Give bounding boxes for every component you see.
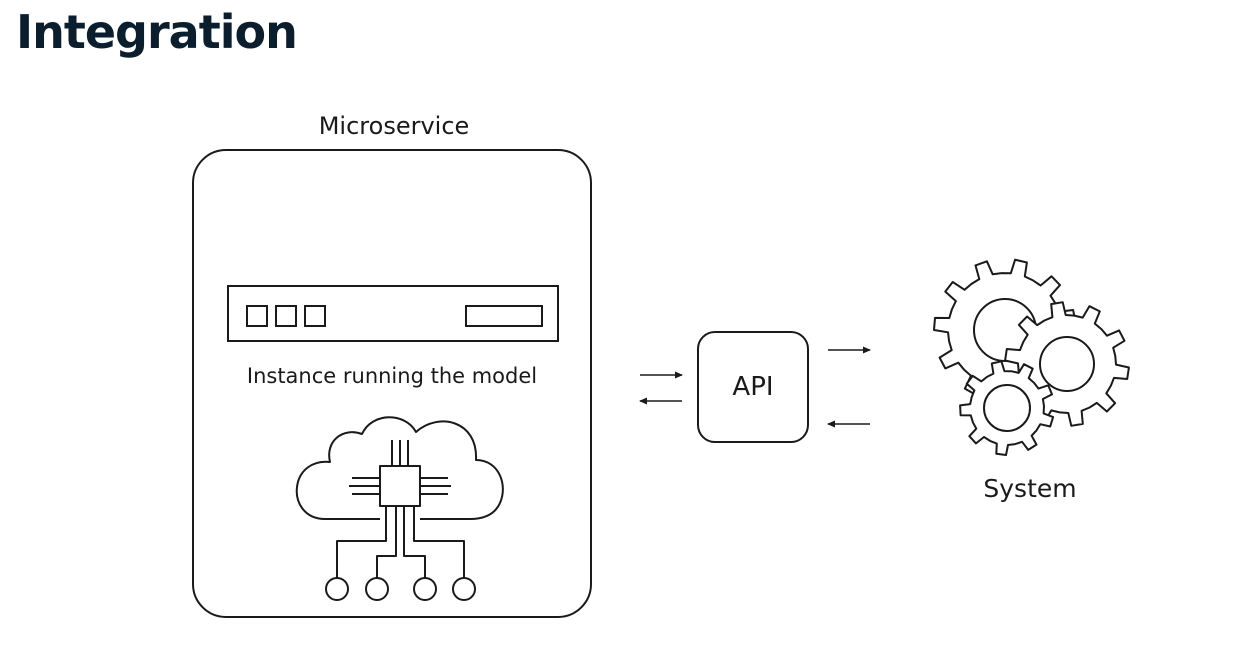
api-system-arrows-icon [827,346,871,428]
page-title: Integration [16,5,298,59]
system-label: System [983,474,1077,503]
server-rack-icon [227,285,559,342]
right-gear-hole-icon [1039,336,1095,392]
microservice-container [192,149,592,618]
instance-label: Instance running the model [246,364,538,388]
cloud-chip-icon [295,416,504,601]
api-label: API [732,372,774,402]
small-gear-hole-icon [983,384,1031,432]
gears-icon [933,258,1130,456]
api-box: API [697,331,809,443]
bidirectional-arrows-icon [639,371,683,405]
microservice-label: Microservice [318,112,470,140]
